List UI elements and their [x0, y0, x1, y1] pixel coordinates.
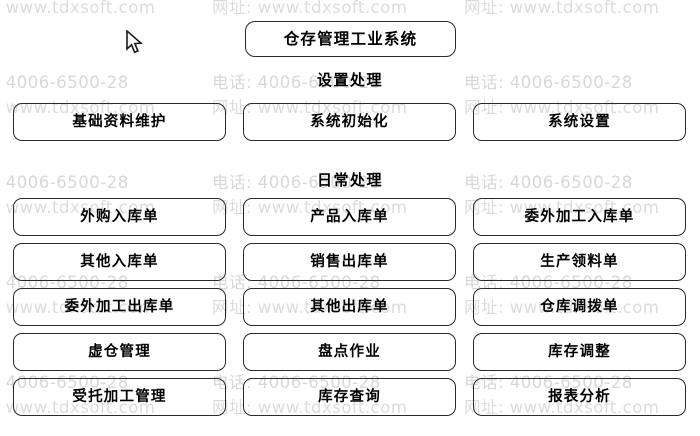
menu-button-daily-r2-c0[interactable]: 委外加工出库单 [13, 288, 226, 326]
menu-button-daily-r4-c2[interactable]: 报表分析 [473, 378, 686, 416]
menu-button-setup-r0-c0[interactable]: 基础资料维护 [13, 103, 226, 141]
app-title-button[interactable]: 仓存管理工业系统 [245, 21, 456, 57]
menu-button-daily-r2-c1[interactable]: 其他出库单 [243, 288, 456, 326]
section-header-daily: 日常处理 [316, 171, 383, 189]
menu-button-daily-r0-c1[interactable]: 产品入库单 [243, 198, 456, 236]
menu-button-daily-r3-c1[interactable]: 盘点作业 [243, 333, 456, 371]
menu-button-daily-r1-c1[interactable]: 销售出库单 [243, 243, 456, 281]
menu-button-daily-r1-c0[interactable]: 其他入库单 [13, 243, 226, 281]
menu-button-daily-r0-c0[interactable]: 外购入库单 [13, 198, 226, 236]
menu-button-daily-r3-c0[interactable]: 虚仓管理 [13, 333, 226, 371]
menu-button-daily-r1-c2[interactable]: 生产领料单 [473, 243, 686, 281]
section-header-setup: 设置处理 [316, 71, 383, 89]
menu-button-daily-r4-c1[interactable]: 库存查询 [243, 378, 456, 416]
menu-button-daily-r3-c2[interactable]: 库存调整 [473, 333, 686, 371]
menu-button-daily-r2-c2[interactable]: 仓库调拨单 [473, 288, 686, 326]
menu-button-daily-r0-c2[interactable]: 委外加工入库单 [473, 198, 686, 236]
menu-button-setup-r0-c2[interactable]: 系统设置 [473, 103, 686, 141]
menu-button-daily-r4-c0[interactable]: 受托加工管理 [13, 378, 226, 416]
menu-button-setup-r0-c1[interactable]: 系统初始化 [243, 103, 456, 141]
